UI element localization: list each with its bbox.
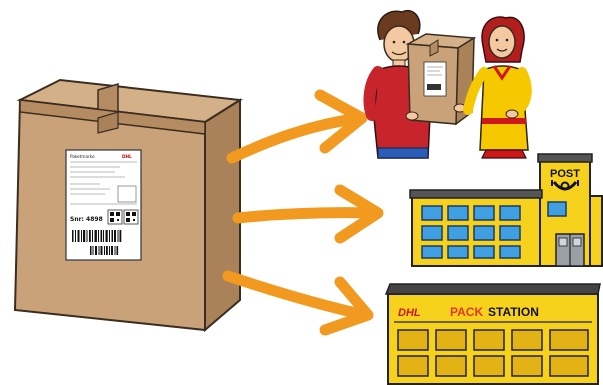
arrow-to-post-office-icon [238,190,378,238]
uniform-red-stripe [482,118,526,124]
jeans [378,148,428,158]
courier-person [468,17,528,158]
arrows [228,95,378,330]
label-sender-text: Paketmarke [70,154,95,159]
arrow-to-courier-icon [232,95,362,158]
post-office-building: POST [410,154,602,266]
label-card [66,150,141,260]
parcel: Paketmarke DHL Snr: 4898 [15,80,240,330]
packstation-label-pack: PACK [450,305,483,319]
shipping-label: Paketmarke DHL Snr: 4898 [66,150,141,260]
post-office-door [556,234,584,266]
post-sign: POST [550,168,580,180]
dhl-logo: DHL [398,307,421,319]
label-sendungsnummer: Snr: 4898 [70,216,103,223]
arrow-to-packstation-icon [228,276,368,330]
handover-scene [370,11,528,158]
label-brand-text: DHL [122,154,132,159]
packstation: DHL PACK STATION [386,284,600,384]
packstation-label-station: STATION [488,305,539,319]
